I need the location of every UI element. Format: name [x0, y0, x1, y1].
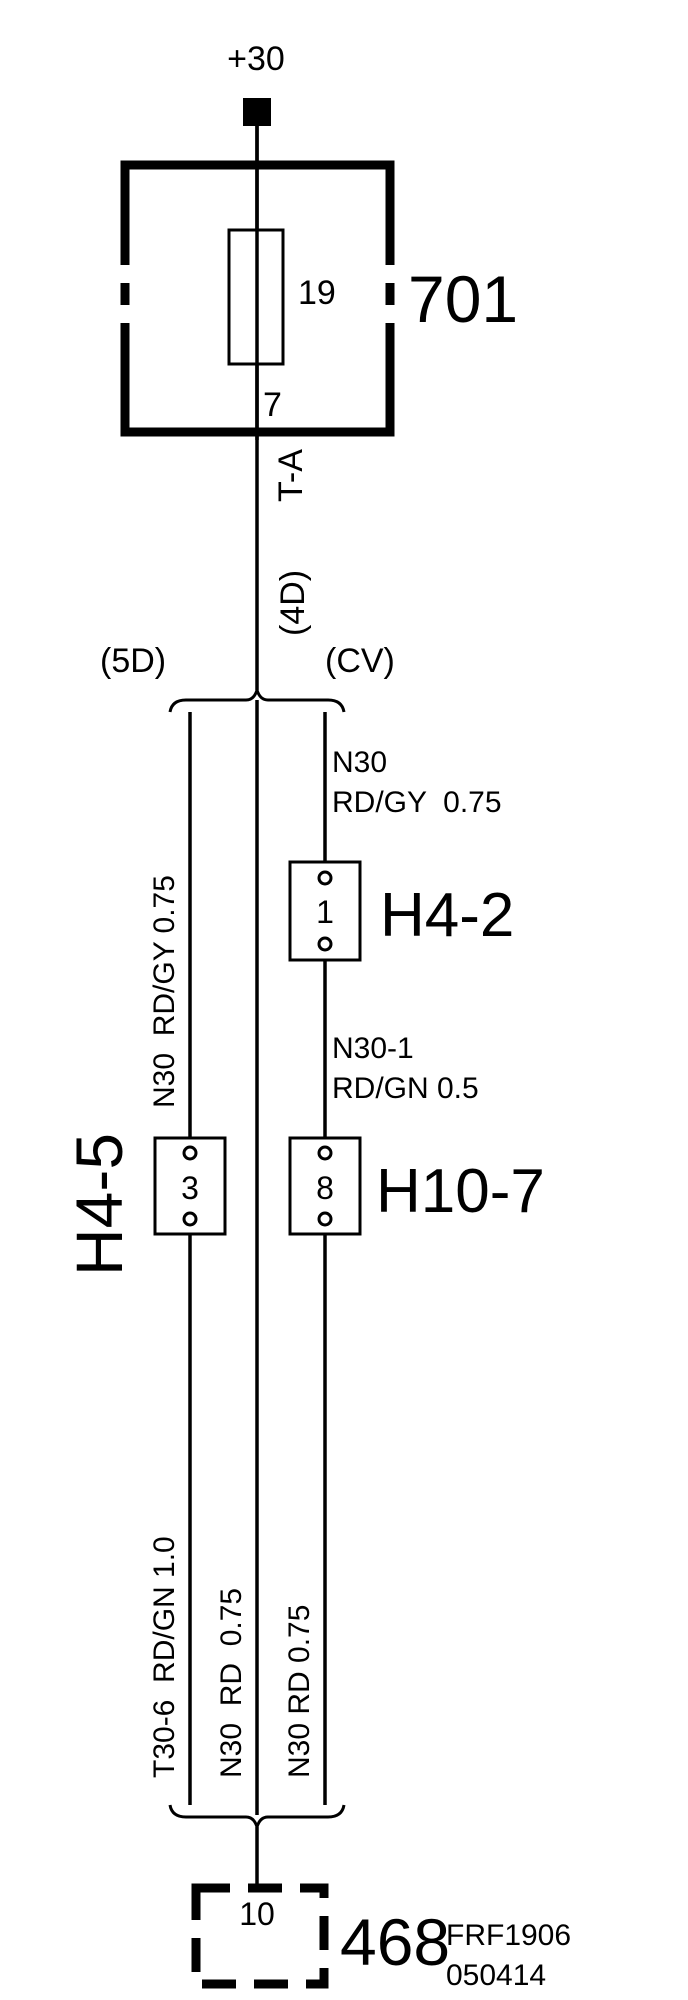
right-wire2-name: N30-1 — [332, 1032, 414, 1065]
module-468-pin: 10 — [239, 1896, 275, 1932]
right-wire1-spec: RD/GY 0.75 — [332, 786, 502, 819]
left-lower-wire-label: T30-6 RD/GN 1.0 — [148, 1536, 181, 1778]
right-wire3-label: N30 RD 0.75 — [283, 1605, 316, 1778]
connector-h4-5 — [153, 1136, 227, 1236]
output-pin-label: 7 — [263, 386, 282, 424]
wire-code-t-a: T-A — [272, 449, 310, 502]
right-wire1-name: N30 — [332, 746, 387, 779]
connector-h4-2 — [288, 860, 362, 962]
module-468-label: 468 — [340, 1905, 450, 1979]
variant-5d: (5D) — [100, 642, 166, 680]
connector-h4-5-label: H4-5 — [62, 1133, 136, 1276]
right-wire2-spec: RD/GN 0.5 — [332, 1072, 479, 1105]
connector-h10-7-pin: 8 — [316, 1170, 334, 1206]
connector-h4-5-pin: 3 — [181, 1170, 199, 1206]
left-upper-wire-label: N30 RD/GY 0.75 — [148, 875, 181, 1108]
fuse-number: 19 — [298, 274, 336, 312]
date-code: 050414 — [446, 1959, 546, 1992]
module-701-label: 701 — [408, 262, 518, 336]
variant-4d: (4D) — [274, 570, 312, 636]
connector-h4-2-pin: 1 — [316, 894, 334, 930]
module-468 — [191, 1883, 329, 1989]
center-wire-label: N30 RD 0.75 — [215, 1588, 248, 1778]
ref-code: FRF1906 — [446, 1919, 571, 1952]
connector-h10-7 — [288, 1136, 362, 1236]
top-brace — [168, 684, 346, 713]
connector-h4-2-label: H4-2 — [380, 881, 514, 950]
module-701 — [120, 126, 395, 440]
supply-terminal — [243, 98, 271, 126]
variant-cv: (CV) — [325, 642, 395, 680]
connector-h10-7-label: H10-7 — [376, 1157, 545, 1226]
supply-label: +30 — [227, 40, 285, 78]
